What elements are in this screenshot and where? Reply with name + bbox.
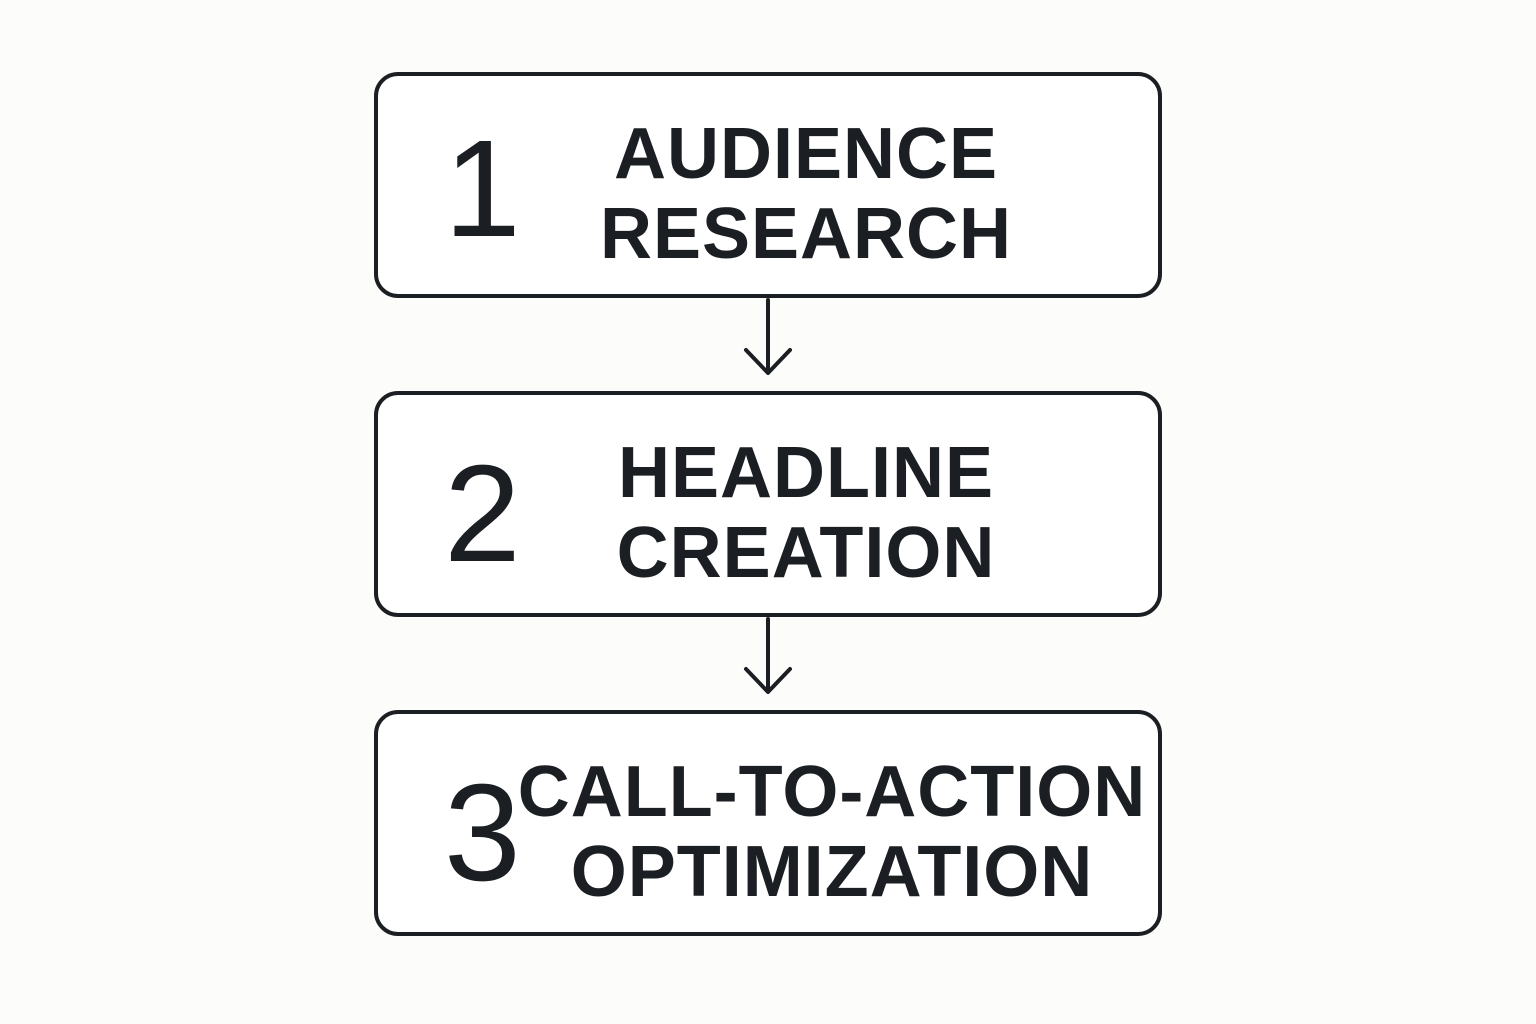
step-box-headline-creation: 2 HEADLINE CREATION <box>374 391 1162 617</box>
step-label-line: HEADLINE <box>617 433 994 513</box>
step-number: 1 <box>444 112 521 266</box>
down-arrow-icon <box>744 298 792 375</box>
step-label-line: CALL-TO-ACTION <box>517 752 1147 832</box>
step-label: AUDIENCE RESEARCH <box>600 114 1011 274</box>
step-label-line: AUDIENCE <box>613 114 999 194</box>
step-number: 2 <box>444 437 521 591</box>
step-box-call-to-action-optimization: 3 CALL-TO-ACTION OPTIMIZATION <box>374 710 1162 936</box>
step-label-line: CREATION <box>616 513 996 593</box>
step-number: 3 <box>444 756 521 910</box>
step-label: CALL-TO-ACTION OPTIMIZATION <box>518 752 1146 912</box>
down-arrow-icon <box>744 617 792 694</box>
step-box-audience-research: 1 AUDIENCE RESEARCH <box>374 72 1162 298</box>
step-label-line: RESEARCH <box>599 194 1013 274</box>
step-label-line: OPTIMIZATION <box>570 832 1094 912</box>
step-label: HEADLINE CREATION <box>606 433 1006 593</box>
